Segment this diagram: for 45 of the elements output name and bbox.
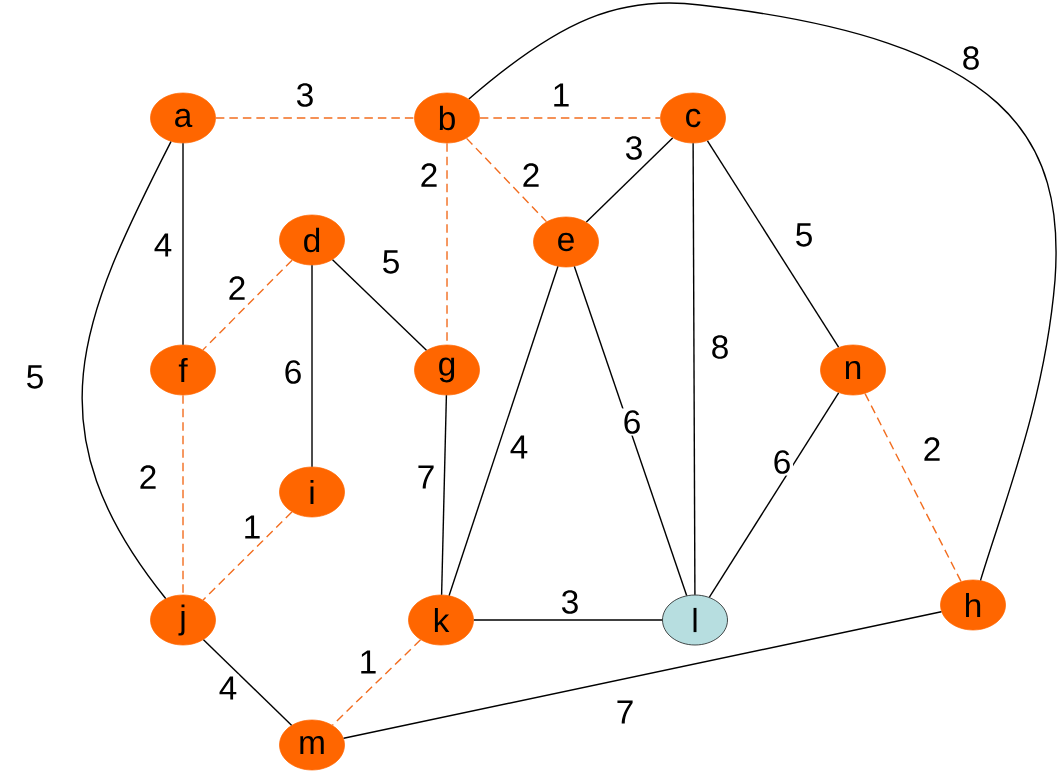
edge-line [692, 142, 696, 596]
edge-label: 3 [293, 81, 317, 109]
edge-label: 6 [770, 448, 794, 476]
edge-line [448, 265, 559, 597]
edge-line [81, 140, 172, 600]
graph-node: a [150, 92, 216, 144]
graph-node: b [414, 92, 480, 144]
edge-line [708, 392, 840, 598]
edge-label: 3 [558, 588, 582, 616]
graph-node: c [660, 92, 726, 144]
edge-line [182, 394, 184, 596]
edge-line [468, 2, 1057, 582]
edge-line [311, 264, 313, 468]
graph-node: h [940, 579, 1006, 631]
graph-node: g [414, 344, 480, 396]
edge-line [585, 137, 674, 223]
edge-line [215, 117, 415, 119]
edge-line [202, 259, 293, 351]
graph-node: i [279, 466, 345, 518]
edge-line [864, 392, 962, 583]
edge-line [465, 137, 548, 223]
edge-label: 8 [708, 333, 732, 361]
graph-node: m [279, 719, 345, 771]
graph-node: n [820, 344, 886, 396]
graph-node: d [279, 214, 345, 266]
edge-line [331, 259, 428, 351]
graph-node: e [533, 216, 599, 268]
edge-label: 3 [622, 134, 646, 162]
edge-line [343, 611, 943, 739]
edge-line [573, 265, 688, 597]
edge-label: 6 [620, 408, 644, 436]
edge-line [479, 117, 661, 119]
edge-line [331, 639, 422, 726]
graph-node: j [150, 594, 216, 646]
edge-line [202, 639, 293, 726]
edge-label: 6 [281, 358, 305, 386]
graph-node: l [662, 594, 728, 646]
graph-node: k [408, 594, 474, 646]
edge-line [473, 619, 663, 621]
edge-line [182, 142, 184, 346]
edge-line [440, 394, 448, 596]
edge-line [202, 511, 293, 601]
graph-node: f [150, 344, 216, 396]
edge-label: 8 [959, 44, 983, 72]
edge-line [706, 140, 840, 348]
